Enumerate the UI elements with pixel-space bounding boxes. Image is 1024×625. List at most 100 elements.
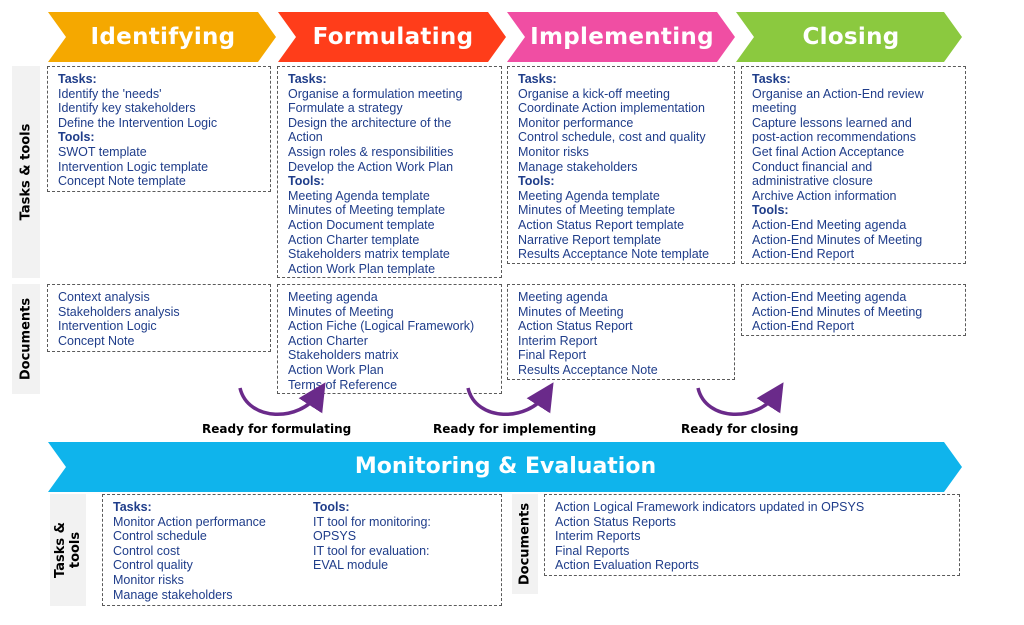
tasks-box-implementing: Tasks: Organise a kick-off meeting Coord… xyxy=(507,66,735,264)
tasks-heading: Tasks: xyxy=(518,72,557,86)
list-item: Stakeholders matrix template xyxy=(288,247,450,262)
list-item: Control cost xyxy=(113,543,180,558)
chevron-identifying xyxy=(48,12,276,62)
list-item: Context analysis xyxy=(58,290,150,304)
monitoring-tools-column: Tools: IT tool for monitoring: OPSYS IT … xyxy=(313,500,431,573)
list-item: IT tool for evaluation: xyxy=(313,543,430,558)
tasks-box-closing: Tasks: Organise an Action-End review mee… xyxy=(741,66,966,264)
list-item: post-action recommendations xyxy=(752,130,916,145)
list-item: Archive Action information xyxy=(752,188,897,203)
list-item: Interim Reports xyxy=(555,529,641,544)
monitoring-label-documents: Documents xyxy=(512,494,538,594)
list-item: Meeting Agenda template xyxy=(518,188,660,203)
list-item: Action Document template xyxy=(288,217,435,232)
list-item: Meeting agenda xyxy=(518,290,608,304)
list-item: Control quality xyxy=(113,558,193,573)
list-item: Coordinate Action implementation xyxy=(518,101,705,116)
list-item: Intervention Logic template xyxy=(58,159,209,174)
list-item: Concept Note template xyxy=(58,174,186,189)
monitoring-title: Monitoring & Evaluation xyxy=(354,453,657,479)
list-item: Action-End Meeting agenda xyxy=(752,290,907,304)
list-item: Manage stakeholders xyxy=(518,159,638,174)
list-item: Organise a kick-off meeting xyxy=(518,86,670,101)
curved-arrow-icon xyxy=(466,382,554,417)
documents-box-identifying: Context analysis Stakeholders analysis I… xyxy=(47,284,271,352)
list-item: Action Work Plan xyxy=(288,362,384,377)
tasks-heading: Tasks: xyxy=(288,72,327,86)
tools-heading: Tools: xyxy=(288,174,325,189)
list-item: Meeting Agenda template xyxy=(288,188,430,203)
tasks-heading: Tasks: xyxy=(58,72,97,86)
transition-label: Ready for formulating xyxy=(202,422,352,436)
list-item: Action Evaluation Reports xyxy=(555,558,699,573)
list-item: Control schedule xyxy=(113,529,207,544)
list-item: Action-End Meeting agenda xyxy=(752,217,907,232)
list-item: Monitor performance xyxy=(518,115,634,130)
tasks-box-formulating: Tasks: Organise a formulation meeting Fo… xyxy=(277,66,502,278)
list-item: Action-End Report xyxy=(752,247,855,262)
chevron-formulating xyxy=(278,12,506,62)
list-item: meeting xyxy=(752,101,797,116)
list-item: Design the architecture of the xyxy=(288,115,452,130)
list-item: Manage stakeholders xyxy=(113,587,233,602)
list-item: Stakeholders analysis xyxy=(58,304,180,319)
list-item: EVAL module xyxy=(313,558,389,573)
list-item: Meeting agenda xyxy=(288,290,378,304)
list-item: Get final Action Acceptance xyxy=(752,144,905,159)
documents-box-closing: Action-End Meeting agenda Action-End Min… xyxy=(741,284,966,336)
list-item: Minutes of Meeting template xyxy=(288,203,446,218)
list-item: Develop the Action Work Plan xyxy=(288,159,454,174)
transition-label: Ready for closing xyxy=(681,422,799,436)
list-item: Organise a formulation meeting xyxy=(288,86,463,101)
transition-label: Ready for implementing xyxy=(433,422,597,436)
list-item: Stakeholders matrix xyxy=(288,348,399,363)
monitoring-label-tasks-tools: Tasks & tools xyxy=(50,494,86,606)
list-item: Monitor risks xyxy=(113,572,184,587)
list-item: Organise an Action-End review xyxy=(752,86,924,101)
list-item: Capture lessons learned and xyxy=(752,115,912,130)
list-item: Action Fiche (Logical Framework) xyxy=(288,319,475,334)
tools-heading: Tools: xyxy=(518,174,555,189)
list-item: Action Logical Framework indicators upda… xyxy=(555,500,865,514)
phase-closing-label: Closing xyxy=(802,24,900,50)
curved-arrow-icon xyxy=(238,382,326,417)
list-item: Minutes of Meeting xyxy=(518,304,624,319)
monitoring-chevron xyxy=(48,442,962,492)
list-item: Action Status Report xyxy=(518,319,633,334)
tools-heading: Tools: xyxy=(313,500,350,514)
documents-box-implementing: Meeting agenda Minutes of Meeting Action… xyxy=(507,284,735,380)
phase-chevrons xyxy=(48,12,962,62)
transition-arrows xyxy=(238,382,784,417)
list-item: Conduct financial and xyxy=(752,159,873,174)
list-item: Identify key stakeholders xyxy=(58,101,196,116)
list-item: OPSYS xyxy=(313,529,357,544)
list-item: Results Acceptance Note xyxy=(518,362,658,377)
tasks-heading: Tasks: xyxy=(752,72,791,86)
list-item: Action Work Plan template xyxy=(288,261,436,276)
list-item: Narrative Report template xyxy=(518,232,662,247)
curved-arrow-icon xyxy=(696,382,784,417)
documents-box-formulating: Meeting agenda Minutes of Meeting Action… xyxy=(277,284,502,394)
list-item: Minutes of Meeting xyxy=(288,304,394,319)
list-item: Intervention Logic xyxy=(58,319,157,334)
list-item: Results Acceptance Note template xyxy=(518,247,710,262)
list-item: administrative closure xyxy=(752,174,873,189)
phase-identifying-label: Identifying xyxy=(90,24,236,50)
list-item: Action xyxy=(288,130,323,145)
list-item: Final Report xyxy=(518,348,587,363)
monitoring-tasks-box: Tasks: Monitor Action performance Contro… xyxy=(102,494,502,606)
list-item: Interim Report xyxy=(518,333,598,348)
list-item: Define the Intervention Logic xyxy=(58,115,218,130)
list-item: Monitor risks xyxy=(518,144,589,159)
row-label-documents: Documents xyxy=(12,284,40,394)
list-item: Formulate a strategy xyxy=(288,101,403,116)
list-item: Action-End Minutes of Meeting xyxy=(752,304,923,319)
chevron-implementing xyxy=(507,12,735,62)
list-item: Identify the 'needs' xyxy=(58,86,162,101)
phase-formulating-label: Formulating xyxy=(312,24,474,50)
list-item: Action-End Minutes of Meeting xyxy=(752,232,923,247)
monitoring-tasks-column: Tasks: Monitor Action performance Contro… xyxy=(113,500,266,602)
chevron-closing xyxy=(736,12,962,62)
row-label-tasks-tools: Tasks & tools xyxy=(12,66,40,278)
tasks-heading: Tasks: xyxy=(113,500,152,514)
